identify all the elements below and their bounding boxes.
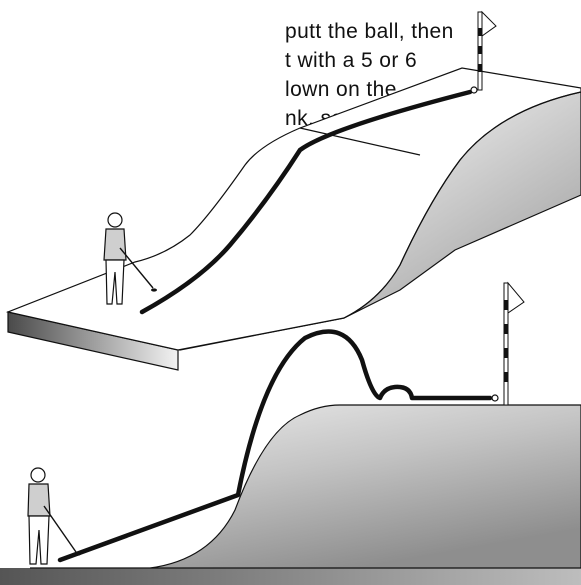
bottom-hill <box>30 405 581 568</box>
caption-line-1: putt the ball, then <box>285 20 454 43</box>
top-hole <box>471 87 477 93</box>
golfer-figure-icon <box>28 468 81 564</box>
caption-line-2: t with a 5 or 6 <box>285 49 417 72</box>
pin-flag-icon <box>504 283 524 405</box>
caption-line-3: lown on the <box>285 78 397 101</box>
bottom-hole <box>492 395 498 401</box>
bottom-ground <box>0 568 581 585</box>
